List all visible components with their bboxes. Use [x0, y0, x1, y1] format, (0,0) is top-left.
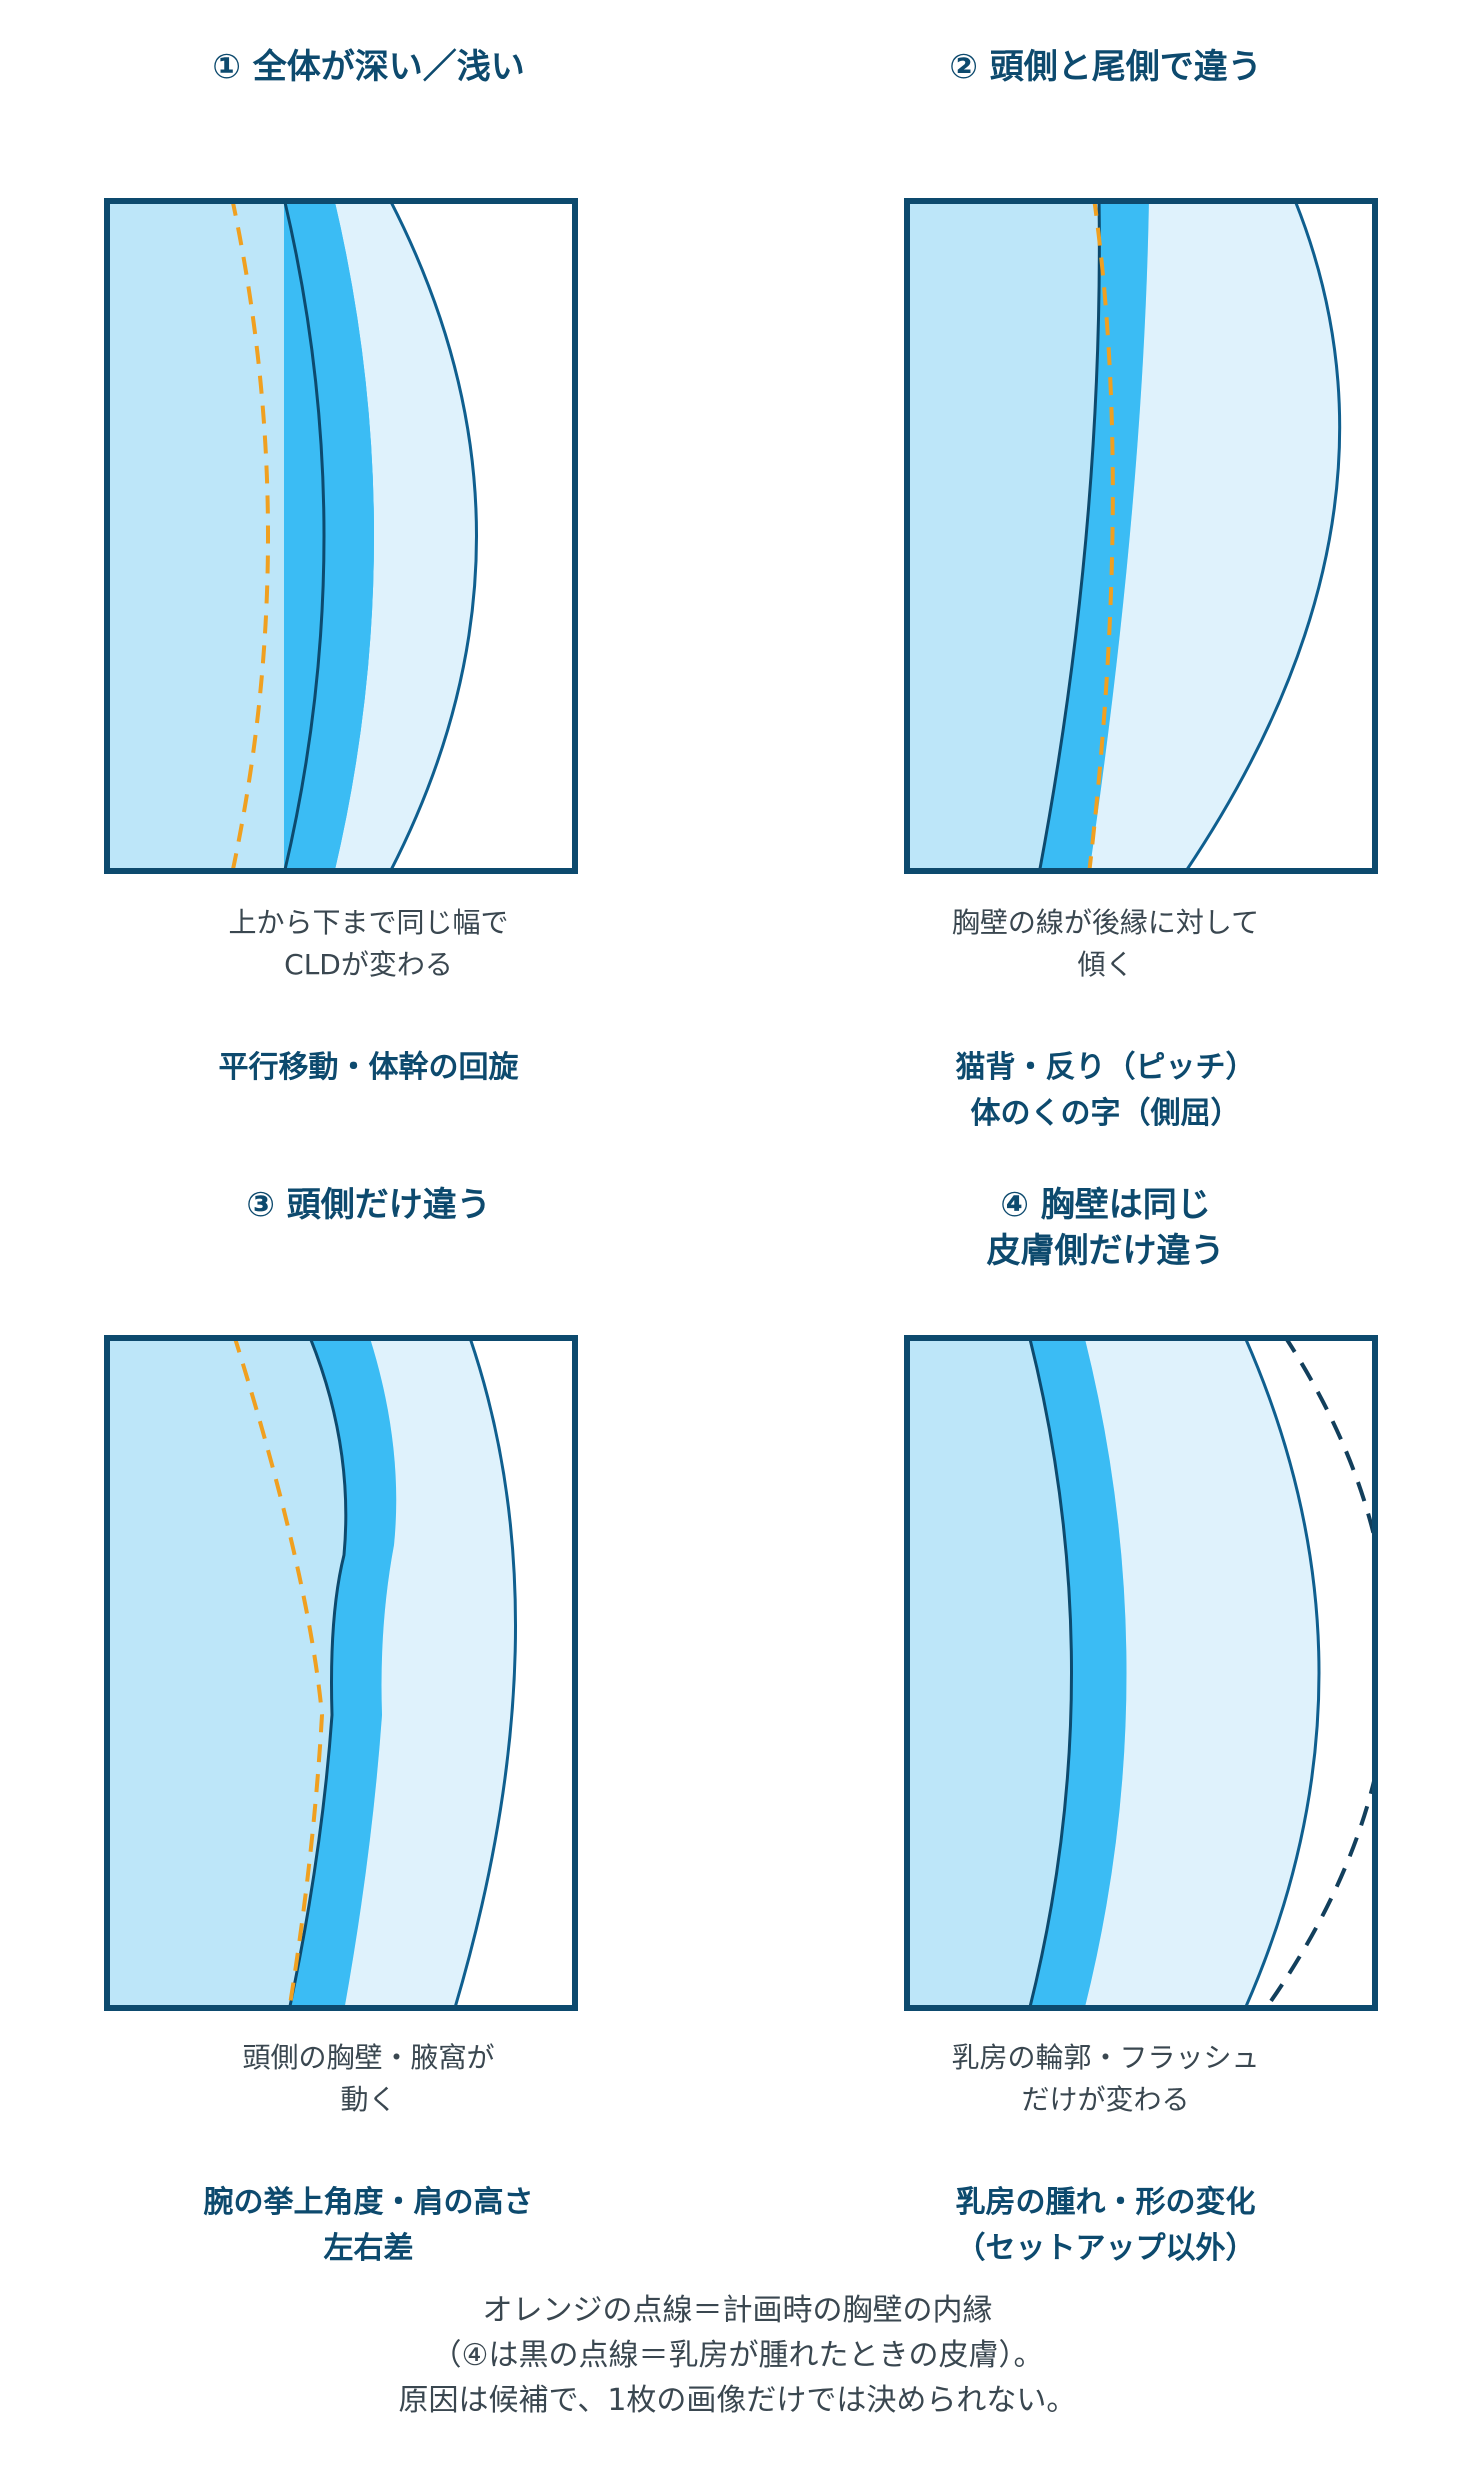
- panel-3: ③ 頭側だけ違う 頭側の胸壁・腋窩が 動く 腕の挙上角度・肩の高さ 左右差: [0, 1140, 737, 2270]
- panel-frame: [904, 1335, 1378, 2011]
- panel-title: ③ 頭側だけ違う: [0, 1182, 737, 1228]
- panel-description: 上から下まで同じ幅で CLDが変わる: [0, 902, 737, 986]
- skin-line: [1184, 201, 1342, 871]
- chest-wall-band: [1029, 1338, 1127, 2008]
- panel-4: ④ 胸壁は同じ 皮膚側だけ違う 乳房の輪郭・フラッシュ だけが変わる 乳房の腫れ…: [737, 1140, 1474, 2270]
- panel-cause-line: （セットアップ以外）: [955, 2231, 1256, 2266]
- panel-cause-line: 左右差: [323, 2231, 414, 2266]
- chest-wall-edge-line: [1028, 1338, 1073, 2008]
- panel-cause-line: 平行移動・体幹の回旋: [218, 1050, 519, 1085]
- panel-frame: [104, 1335, 578, 2011]
- panel-cause: 猫背・反り（ピッチ） 体のくの字（側屈）: [737, 1045, 1474, 1137]
- planned-inner-edge-line: [1087, 201, 1115, 871]
- skin-line: [1243, 1338, 1321, 2008]
- panel-description-line: 胸壁の線が後縁に対して: [951, 906, 1260, 939]
- panel-frame: [104, 198, 578, 874]
- panel-title-line: ③ 頭側だけ違う: [246, 1185, 491, 1225]
- panel-cause-line: 体のくの字（側屈）: [970, 1096, 1241, 1131]
- panel-title-line: ④ 胸壁は同じ: [1000, 1185, 1211, 1225]
- footer-line: 原因は候補で、1枚の画像だけでは決められない。: [398, 2383, 1077, 2418]
- diagram-skin-only: [904, 1335, 1378, 2011]
- footer-line: （④は黒の点線＝乳房が腫れたときの皮膚）。: [431, 2338, 1044, 2373]
- panel-cause-line: 乳房の腫れ・形の変化: [955, 2185, 1256, 2220]
- diagram-cranial-only: [104, 1335, 578, 2011]
- diagram-uniform-shift: [104, 198, 578, 874]
- panel-description: 頭側の胸壁・腋窩が 動く: [0, 2037, 737, 2121]
- chest-wall-band-fill: [284, 201, 374, 871]
- panel-description: 乳房の輪郭・フラッシュ だけが変わる: [737, 2037, 1474, 2121]
- panel-description-line: CLDが変わる: [284, 948, 453, 981]
- swollen-skin-line: [1263, 1338, 1375, 2008]
- footer-line: オレンジの点線＝計画時の胸壁の内縁: [482, 2293, 993, 2328]
- panel-title-line: 皮膚側だけ違う: [986, 1231, 1225, 1271]
- panel-description-line: 傾く: [1077, 948, 1134, 981]
- panel-title-line: ② 頭側と尾側で違う: [949, 47, 1262, 87]
- panel-frame: [904, 198, 1378, 874]
- panel-1: ① 全体が深い／浅い 上から下まで同じ幅で CLDが変わる 平行移動・体幹の回旋: [0, 0, 737, 1120]
- panel-description-line: 上から下まで同じ幅で: [228, 906, 509, 939]
- panel-title: ① 全体が深い／浅い: [0, 44, 737, 90]
- panel-2: ② 頭側と尾側で違う 胸壁の線が後縁に対して 傾く 猫背・反り（ピッチ） 体のく…: [737, 0, 1474, 1131]
- planned-inner-edge-line: [232, 1338, 325, 2008]
- chest-wall-edge-line: [288, 1338, 348, 2008]
- chest-wall-edge-line: [1038, 201, 1101, 871]
- panel-cause: 腕の挙上角度・肩の高さ 左右差: [0, 2180, 737, 2272]
- panel-title: ④ 胸壁は同じ 皮膚側だけ違う: [737, 1182, 1474, 1274]
- panel-title-line: ① 全体が深い／浅い: [212, 47, 525, 87]
- white-region: [1245, 1338, 1375, 2008]
- chest-wall-band: [289, 1338, 397, 2008]
- chest-wall-edge-line: [283, 201, 326, 871]
- panel-cause-line: 猫背・反り（ピッチ）: [955, 1050, 1256, 1085]
- diagram-tilt: [904, 198, 1378, 874]
- panel-description-line: 乳房の輪郭・フラッシュ: [951, 2041, 1260, 2074]
- skin-line: [453, 1338, 517, 2008]
- footer-note: オレンジの点線＝計画時の胸壁の内縁 （④は黒の点線＝乳房が腫れたときの皮膚）。 …: [0, 2288, 1475, 2423]
- panel-cause-line: 腕の挙上角度・肩の高さ: [203, 2185, 534, 2220]
- planned-inner-edge-line: [230, 201, 270, 871]
- panel-description-line: だけが変わる: [1021, 2083, 1190, 2116]
- panel-description: 胸壁の線が後縁に対して 傾く: [737, 902, 1474, 986]
- white-region: [1185, 201, 1375, 871]
- panel-cause: 平行移動・体幹の回旋: [0, 1045, 737, 1091]
- white-region: [390, 201, 575, 871]
- panel-cause: 乳房の腫れ・形の変化 （セットアップ以外）: [737, 2180, 1474, 2272]
- panel-description-line: 動く: [340, 2083, 397, 2116]
- panel-title: ② 頭側と尾側で違う: [737, 44, 1474, 90]
- skin-line: [388, 201, 478, 871]
- panel-description-line: 頭側の胸壁・腋窩が: [242, 2041, 495, 2074]
- chest-wall-band: [1039, 201, 1149, 871]
